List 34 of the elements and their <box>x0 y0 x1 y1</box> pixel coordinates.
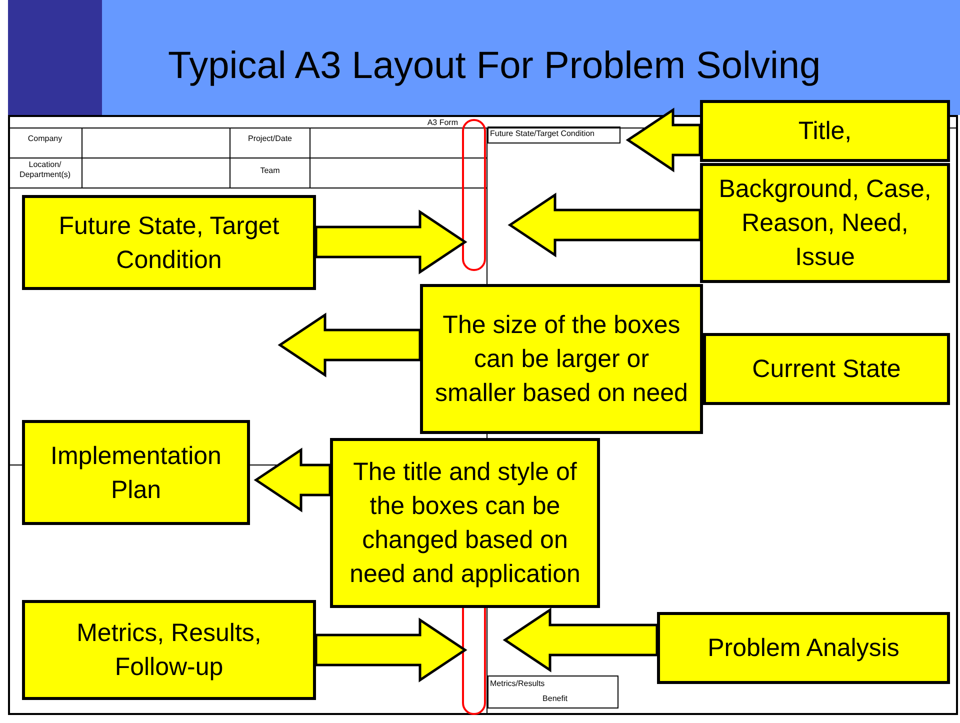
form-field-label: Benefit <box>542 694 568 704</box>
callout-text: Metrics, Results, Follow-up <box>76 618 262 683</box>
block-arrow <box>254 448 332 512</box>
block-arrow <box>626 108 702 172</box>
callout-box <box>700 163 950 283</box>
form-field-label: Team <box>259 166 281 176</box>
form-field-label: Location/ Department(s) <box>18 160 72 180</box>
form-field-label: Company <box>26 134 64 144</box>
callout-text: Background, Case, Reason, Need, Issue <box>718 174 932 273</box>
block-arrow <box>508 192 702 258</box>
slide-title: Typical A3 Layout For Problem Solving <box>168 44 821 89</box>
form-field-label: A3 Form <box>426 118 458 128</box>
block-arrow <box>502 608 658 672</box>
form-field-label: Metrics/Results <box>490 679 546 689</box>
callout-box <box>657 612 950 684</box>
callout-box <box>420 284 703 434</box>
form-field-label: Future State/Target Condition <box>490 129 596 139</box>
callout-text: Implementation Plan <box>50 440 222 506</box>
callout-box <box>703 333 950 405</box>
callout-text: Future State, Target Condition <box>58 210 280 276</box>
block-arrow <box>314 210 468 274</box>
callout-text: The title and style of the boxes can be changed based on need and application <box>348 457 582 590</box>
block-arrow <box>278 312 422 378</box>
block-arrow <box>314 618 468 682</box>
form-field-label: Project/Date <box>246 134 294 144</box>
callout-box <box>22 600 316 700</box>
callout-text: The size of the boxes can be larger or smaller based on need <box>434 310 689 409</box>
callout-text: Title, <box>798 116 852 147</box>
callout-box <box>330 438 600 608</box>
callout-text: Problem Analysis <box>708 633 900 664</box>
callout-text: Current State <box>752 354 901 385</box>
callout-box <box>700 100 950 162</box>
callout-box <box>22 420 250 525</box>
callout-box <box>22 195 316 290</box>
